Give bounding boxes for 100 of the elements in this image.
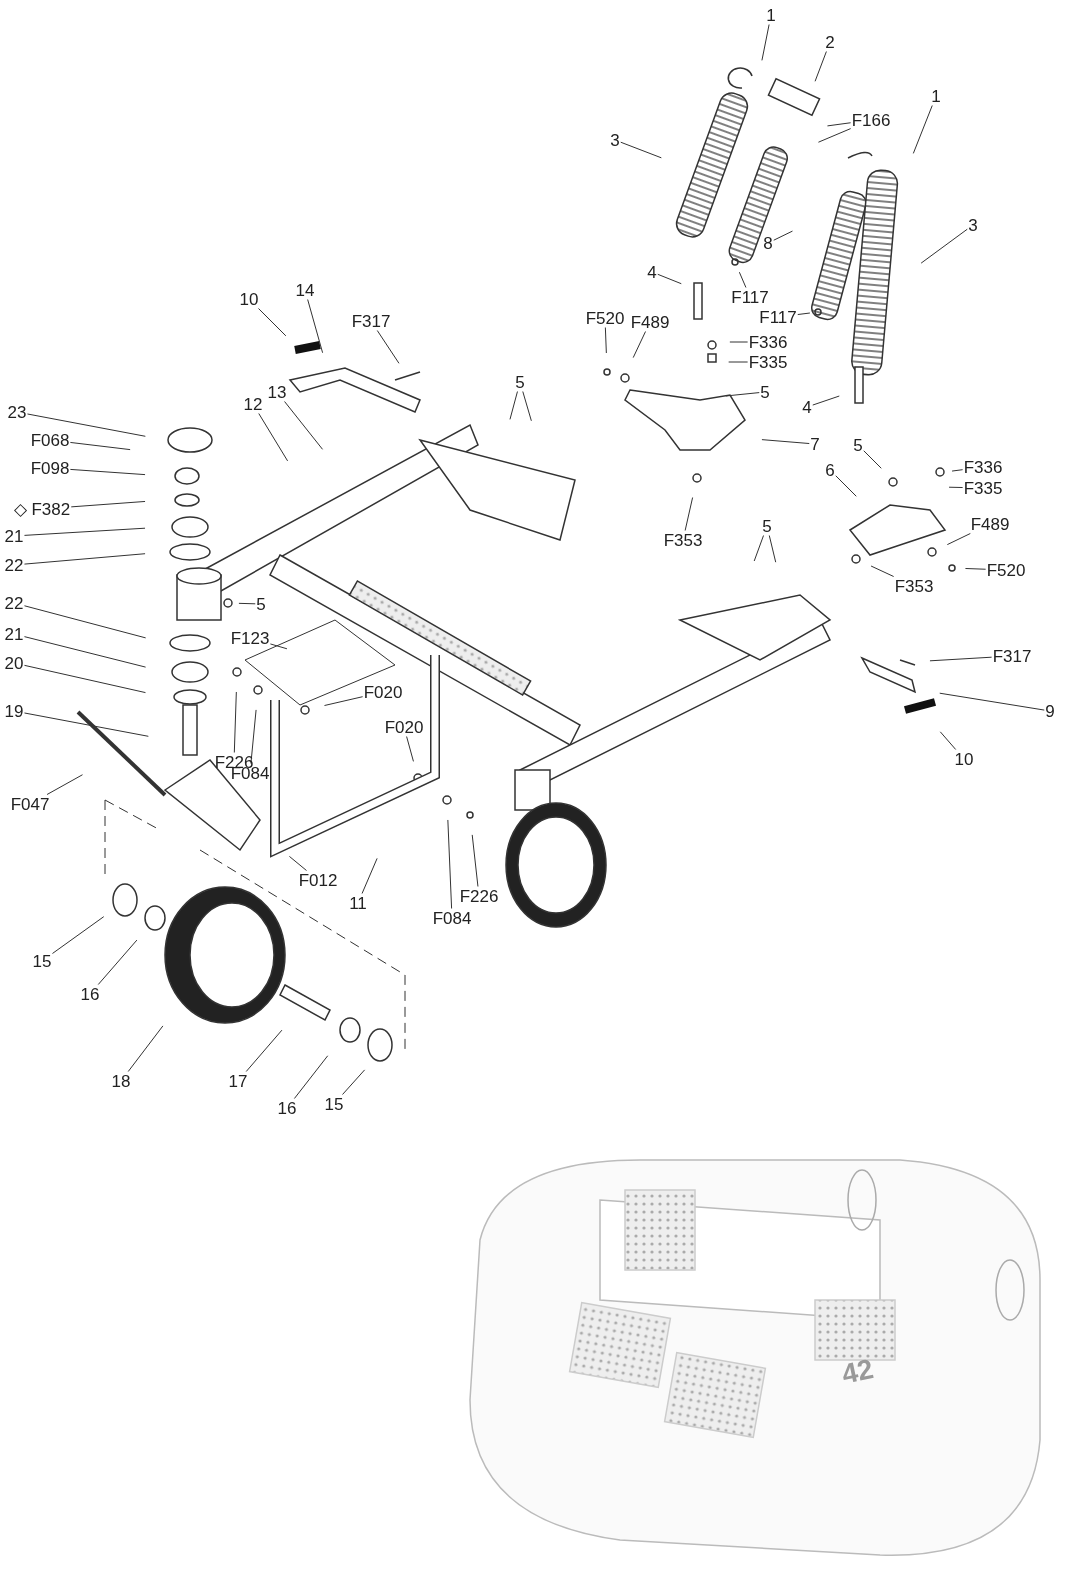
callout-number: F520	[985, 560, 1027, 580]
leader-line	[284, 401, 324, 450]
callout-number: 3	[967, 215, 979, 235]
callout-number: 17	[227, 1071, 249, 1091]
leader-line	[738, 271, 747, 288]
leader-line	[951, 469, 964, 472]
callout-number: F335	[747, 352, 789, 372]
leader-line	[23, 553, 146, 565]
callout-number: 11	[348, 893, 368, 913]
leader-line	[870, 565, 895, 577]
callout-number: 22	[3, 555, 25, 575]
callout-number: F336	[962, 457, 1004, 477]
callout-number: 7	[809, 434, 821, 454]
leader-line	[835, 475, 857, 497]
model-number: 42	[839, 1353, 877, 1391]
callout-number: 5	[255, 594, 267, 614]
leader-line	[761, 24, 770, 61]
callout-number: F353	[893, 576, 935, 596]
leader-line	[233, 691, 237, 753]
callout-number: 2	[824, 32, 836, 52]
callout-number: 3	[609, 130, 621, 150]
callout-number: 21	[3, 526, 25, 546]
leader-line	[768, 535, 777, 563]
leader-line	[939, 731, 957, 750]
leader-line	[728, 361, 749, 363]
leader-line	[863, 450, 882, 469]
callout-number: 5	[759, 382, 771, 402]
leader-line	[964, 568, 987, 570]
callout-number: 10	[238, 289, 260, 309]
leader-line	[238, 602, 256, 605]
callout-number: F520	[584, 308, 626, 328]
callout-number: 1	[765, 5, 777, 25]
callout-number: F020	[362, 682, 404, 702]
callout-number: F020	[383, 717, 425, 737]
leader-line	[324, 696, 364, 706]
leader-line	[797, 312, 811, 316]
leader-line	[293, 1055, 329, 1099]
callout-number: F166	[850, 110, 892, 130]
callout-number: F226	[458, 886, 500, 906]
callout-number: 8	[762, 233, 774, 253]
callout-number: F317	[350, 311, 392, 331]
leader-line	[26, 413, 146, 437]
callout-number: F068	[29, 430, 71, 450]
leader-line	[729, 341, 749, 343]
callout-number: 16	[79, 984, 101, 1004]
leader-line	[826, 122, 852, 127]
leader-line	[97, 939, 138, 985]
callout-number: 6	[824, 460, 836, 480]
leader-line	[69, 441, 131, 451]
leader-line	[258, 413, 289, 462]
leader-line	[814, 51, 827, 82]
callout-number: 5	[514, 372, 526, 392]
leader-line	[23, 527, 146, 536]
callout-number: F489	[629, 312, 671, 332]
leader-line	[127, 1025, 164, 1072]
leader-line	[23, 712, 149, 737]
leader-line	[812, 395, 840, 406]
leader-line	[920, 228, 968, 264]
callout-number: 9	[1044, 701, 1056, 721]
callout-number: 15	[31, 951, 53, 971]
leader-line	[23, 664, 146, 694]
leader-line	[509, 391, 518, 420]
leader-line	[70, 500, 146, 508]
callout-number: F336	[747, 332, 789, 352]
leader-line	[376, 330, 400, 364]
leader-line	[657, 273, 682, 285]
callout-number: 23	[6, 402, 28, 422]
leader-line	[471, 834, 479, 887]
callout-number: 19	[3, 701, 25, 721]
leader-line	[912, 105, 933, 154]
callout-number: 14	[294, 280, 316, 300]
leader-line	[258, 308, 287, 337]
leader-line	[929, 656, 993, 662]
callout-number: 5	[761, 516, 773, 536]
leader-line	[684, 497, 694, 531]
leader-line	[406, 736, 414, 762]
leader-line	[761, 439, 810, 445]
callout-number: 16	[276, 1098, 298, 1118]
leader-line	[288, 855, 307, 871]
callout-number: 21	[3, 624, 25, 644]
callout-number: F117	[730, 287, 770, 307]
leader-line	[773, 230, 793, 241]
leader-line	[632, 331, 646, 359]
leader-line	[522, 391, 532, 422]
leader-line	[361, 857, 378, 894]
leader-line	[69, 468, 146, 476]
callout-number: 4	[646, 262, 658, 282]
callout-number: 22	[3, 593, 25, 613]
callout-number: F335	[962, 478, 1004, 498]
leader-line	[604, 327, 607, 354]
callout-number: 13	[266, 382, 288, 402]
callout-number: 10	[953, 749, 975, 769]
callout-number: F084	[431, 908, 473, 928]
callout-number: F317	[991, 646, 1033, 666]
leader-line	[939, 692, 1045, 711]
callout-number: F123	[229, 628, 271, 648]
leader-line	[817, 128, 852, 143]
callout-number: ◇ F382	[12, 499, 72, 519]
callout-number: 1	[930, 86, 942, 106]
leader-line	[46, 774, 84, 795]
